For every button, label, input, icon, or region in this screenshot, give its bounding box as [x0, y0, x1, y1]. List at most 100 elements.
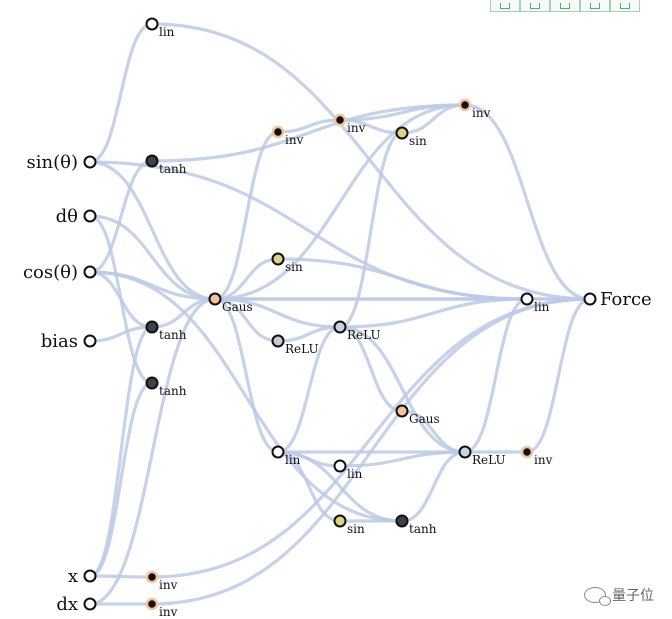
expand-icon[interactable]	[520, 0, 550, 12]
watermark: 量子位	[584, 585, 654, 606]
window-icon[interactable]	[580, 0, 610, 12]
wechat-icon	[584, 587, 611, 606]
edge-in_sin-lin_mid	[89, 160, 528, 301]
node-circle	[458, 445, 472, 459]
node-layer: sin(θ)dθcos(θ)biasxdxlintanhtanhtanhGaus…	[23, 17, 652, 619]
node-label: lin	[534, 300, 550, 314]
node-circle	[333, 459, 347, 473]
node-label: tanh	[159, 328, 187, 342]
edge-relu2-gaus2	[339, 325, 403, 413]
settings-icon[interactable]	[610, 0, 640, 12]
node-label: cos(θ)	[23, 262, 78, 283]
edge-sin1-relu2	[339, 131, 403, 329]
edge-in_dth-gaus1	[89, 214, 216, 301]
node-circle	[333, 113, 347, 127]
edge-inv1-inv2	[277, 118, 341, 134]
watermark-text: 量子位	[612, 588, 654, 604]
node-relu2: ReLU	[333, 320, 381, 342]
edge-in_cos-tanh1	[89, 159, 153, 274]
edge-gaus1-inv1	[214, 130, 279, 301]
node-label: inv	[159, 578, 178, 592]
edge-tanh4-relu3	[401, 450, 466, 523]
edge-in_x-tanh2	[89, 325, 153, 578]
node-lin_low: lin	[271, 445, 301, 467]
edge-relu1-relu2	[277, 325, 341, 343]
edge-lin_top-out_force	[151, 22, 591, 301]
node-lin_mid: lin	[520, 292, 550, 314]
node-label: lin	[159, 25, 175, 39]
edge-inv2-inv3	[339, 103, 466, 122]
node-label: x	[68, 566, 78, 587]
edge-lin_low-tanh4	[277, 450, 403, 523]
node-lin_small: lin	[333, 459, 363, 481]
node-label: tanh	[409, 522, 437, 536]
node-label: sin	[409, 134, 427, 148]
node-circle	[208, 292, 222, 306]
edge-layer	[89, 22, 591, 606]
edge-tanh2-gaus1	[151, 297, 216, 329]
node-circle	[395, 126, 409, 140]
toolbar	[490, 0, 640, 12]
edge-relu2-lin_mid	[339, 297, 528, 329]
node-inv1: inv	[271, 125, 304, 147]
node-circle	[395, 404, 409, 418]
edge-sin2-lin_mid	[277, 257, 528, 301]
node-label: sin	[347, 522, 365, 536]
node-label: inv	[534, 453, 553, 467]
node-in_sin: sin(θ)	[27, 152, 97, 173]
node-circle	[271, 125, 285, 139]
node-gaus1: Gaus	[208, 292, 253, 314]
node-in_dth: dθ	[56, 206, 97, 227]
edge-gaus1-inv3	[214, 103, 466, 301]
node-label: tanh	[159, 384, 187, 398]
node-inv_x: inv	[145, 570, 178, 592]
edge-tanh1-inv3	[151, 103, 466, 163]
node-label: ReLU	[472, 453, 506, 467]
edge-in_bias-tanh2	[89, 325, 153, 343]
node-circle	[83, 597, 97, 611]
edge-in_x-tanh3	[89, 381, 153, 578]
node-label: inv	[159, 605, 178, 619]
node-label: sin(θ)	[27, 152, 78, 173]
node-circle	[145, 570, 159, 584]
node-label: bias	[41, 331, 78, 352]
node-label: lin	[347, 467, 363, 481]
node-label: dx	[56, 594, 78, 615]
node-inv4: inv	[520, 445, 553, 467]
node-lin_top: lin	[145, 17, 175, 39]
home-icon[interactable]	[550, 0, 580, 12]
node-circle	[83, 334, 97, 348]
node-sin3: sin	[333, 514, 365, 536]
node-circle	[145, 376, 159, 390]
node-inv2: inv	[333, 113, 366, 135]
node-tanh4: tanh	[395, 514, 437, 536]
node-circle	[83, 155, 97, 169]
edge-relu3-lin_mid	[464, 297, 528, 454]
node-label: inv	[472, 106, 491, 120]
node-relu1: ReLU	[271, 334, 319, 356]
edge-in_x-inv_x	[89, 574, 153, 579]
edge-gaus1-lin_low	[214, 297, 279, 454]
node-inv_dx: inv	[145, 597, 178, 619]
node-out_force: Force	[583, 289, 652, 310]
node-relu3: ReLU	[458, 445, 506, 467]
node-label: Gaus	[222, 300, 253, 314]
node-circle	[83, 569, 97, 583]
share-icon[interactable]	[490, 0, 520, 12]
node-gaus2: Gaus	[395, 404, 440, 426]
node-circle	[145, 320, 159, 334]
edge-inv4-out_force	[526, 297, 591, 454]
node-tanh1: tanh	[145, 154, 187, 176]
node-circle	[83, 209, 97, 223]
node-circle	[520, 292, 534, 306]
node-circle	[145, 597, 159, 611]
node-tanh3: tanh	[145, 376, 187, 398]
edge-lin_small-relu3	[339, 450, 466, 468]
node-inv3: inv	[458, 98, 491, 120]
node-tanh2: tanh	[145, 320, 187, 342]
node-circle	[333, 320, 347, 334]
node-label: inv	[347, 121, 366, 135]
edge-in_sin-lin_top	[89, 22, 153, 164]
edge-relu2-relu3	[339, 325, 466, 454]
